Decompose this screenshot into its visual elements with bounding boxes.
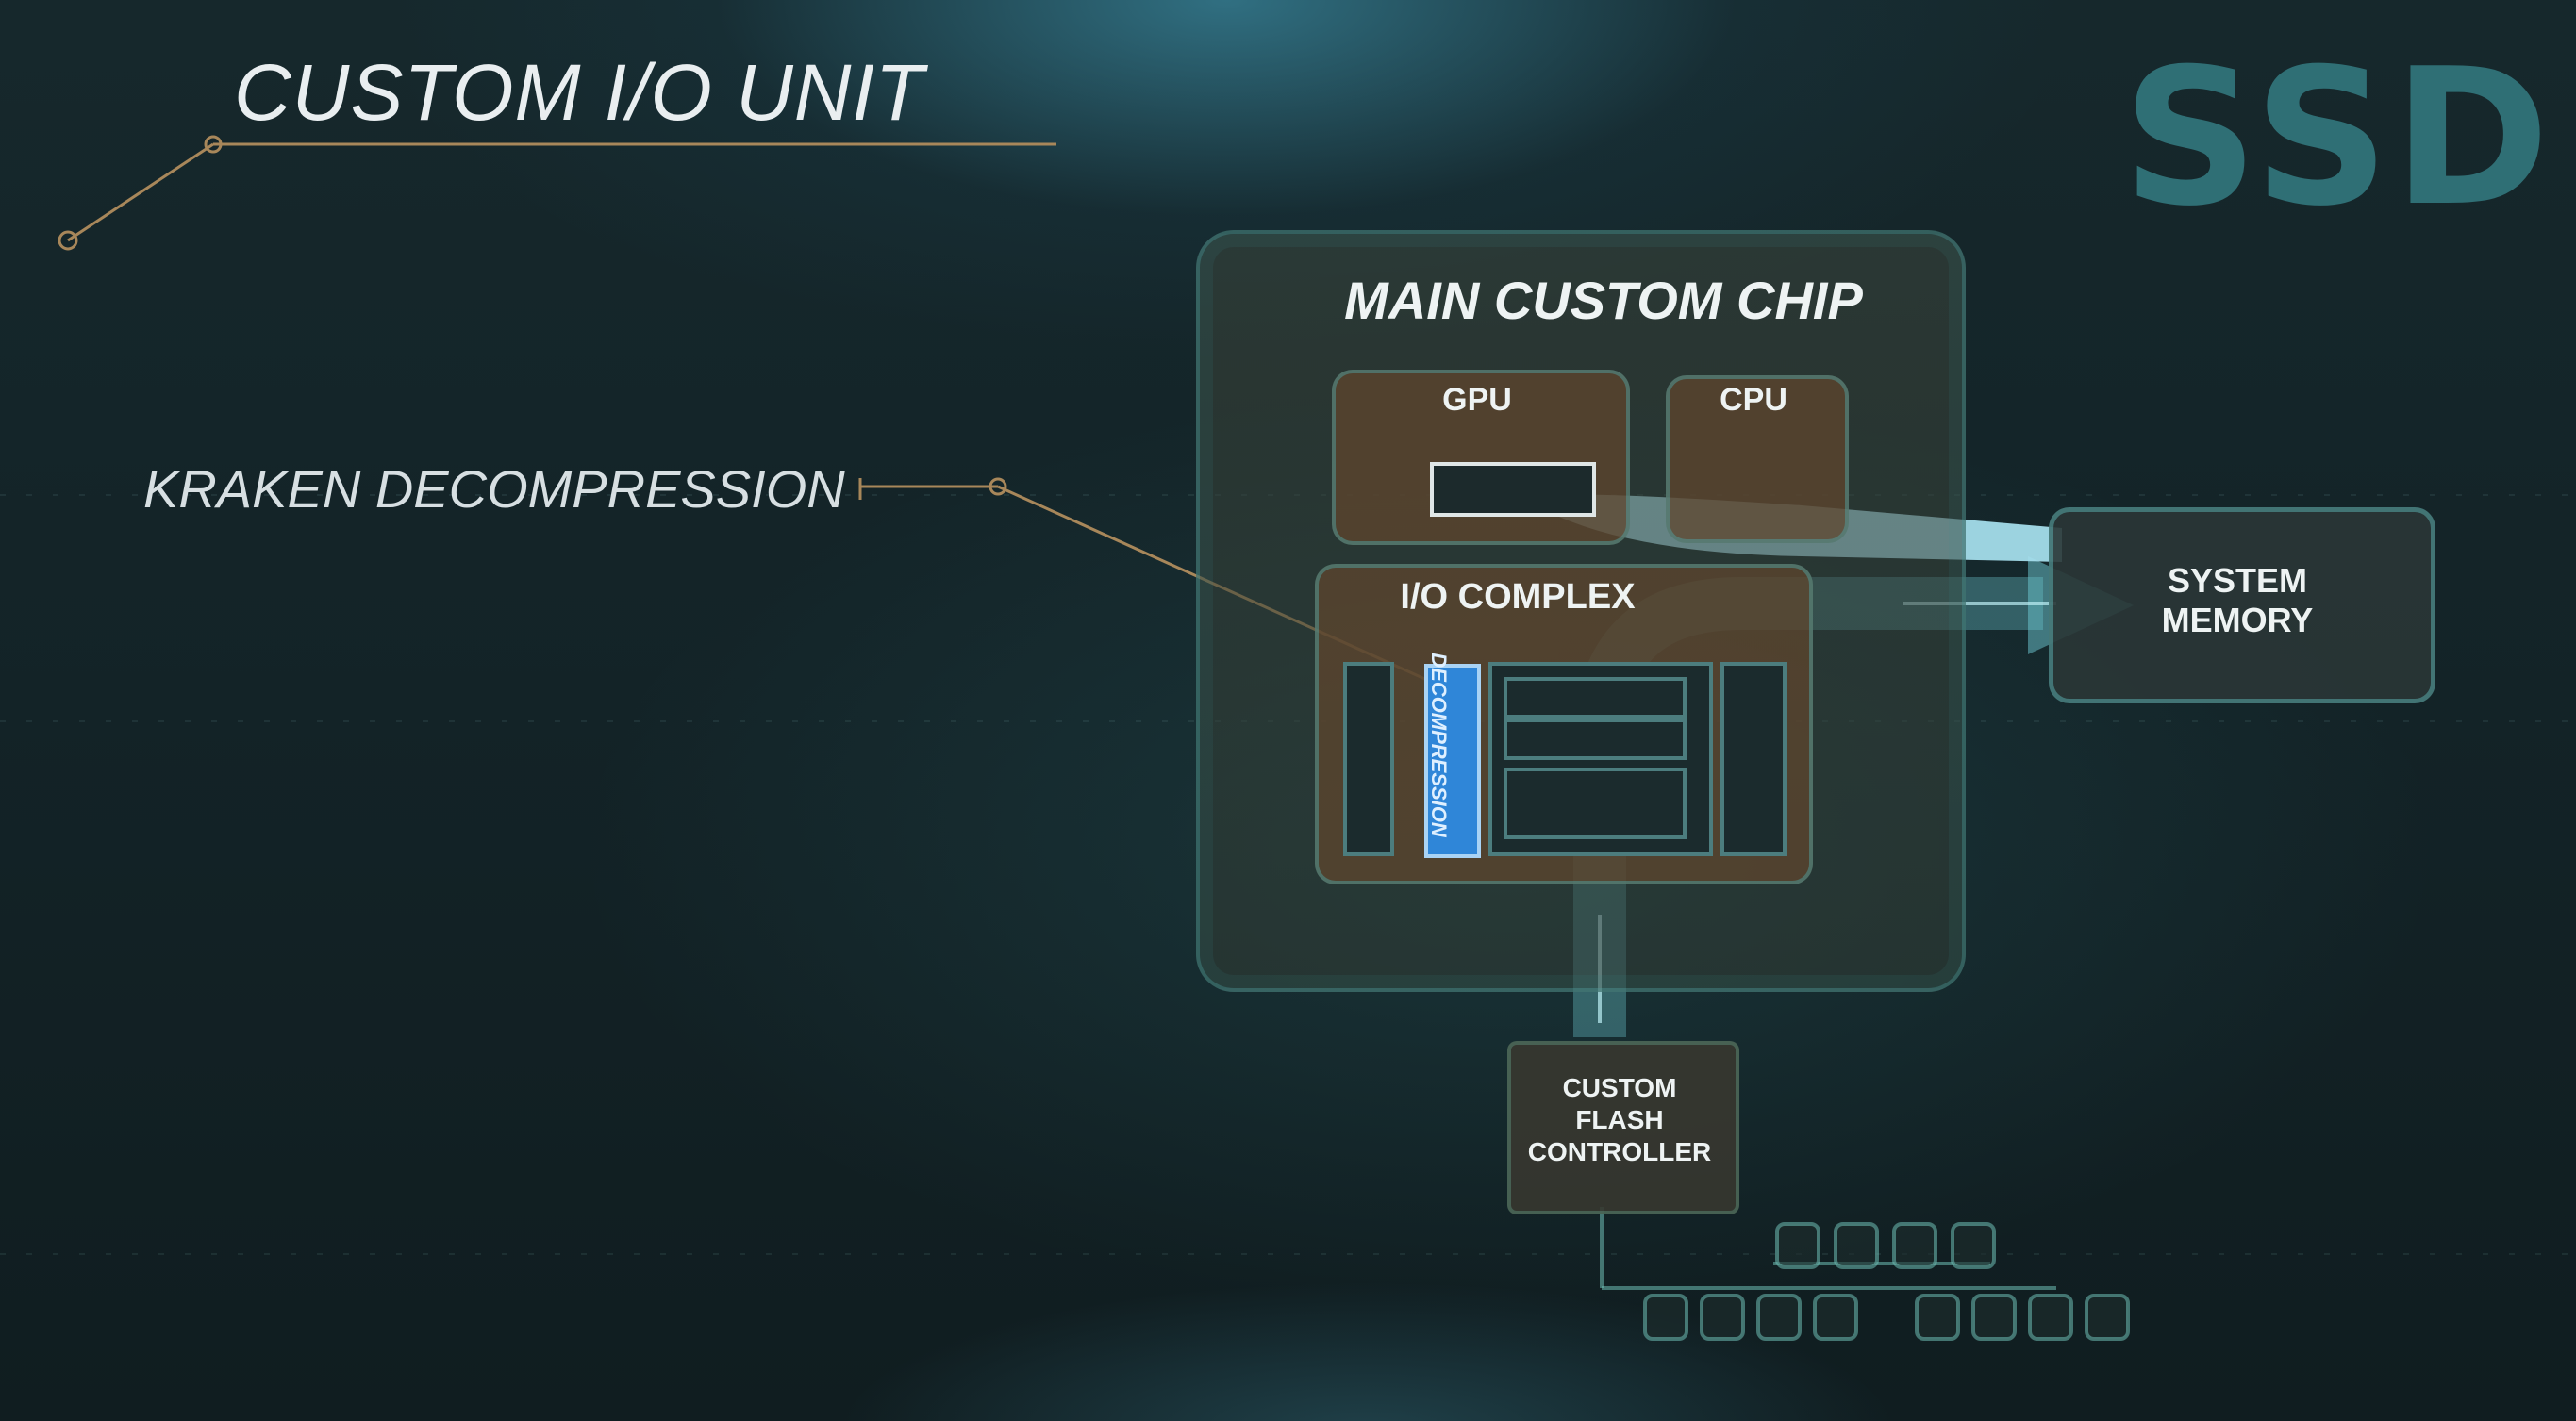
system-memory-block — [2049, 507, 2435, 703]
chip-title: MAIN CUSTOM CHIP — [1344, 271, 1863, 330]
io-unit-left — [1343, 662, 1394, 856]
system-memory-label: SYSTEM MEMORY — [2049, 561, 2426, 640]
system-memory-line-2: MEMORY — [2161, 601, 2314, 639]
flash-controller-line-2: FLASH — [1575, 1105, 1664, 1134]
system-memory-line-1: SYSTEM — [2167, 561, 2308, 600]
io-unit-center-row-2 — [1504, 719, 1687, 760]
decompression-block — [1424, 664, 1481, 858]
io-unit-center-row-3 — [1504, 768, 1687, 839]
decompression-label: DECOMPRESSION — [1427, 653, 1451, 837]
gpu-cache-block — [1430, 462, 1596, 517]
io-complex-label: I/O COMPLEX — [1400, 577, 1636, 617]
page-title: CUSTOM I/O UNIT — [234, 48, 925, 137]
title-underline — [58, 135, 1056, 251]
io-unit-center-row-1 — [1504, 677, 1687, 719]
flash-controller-block — [1507, 1041, 1739, 1214]
flash-chip-array — [1600, 1207, 2130, 1341]
cpu-block — [1666, 375, 1849, 543]
flash-controller-label: CUSTOM FLASH CONTROLLER — [1507, 1072, 1732, 1168]
cpu-label: CPU — [1720, 382, 1787, 418]
flash-controller-line-3: CONTROLLER — [1527, 1137, 1712, 1166]
flash-controller-line-1: CUSTOM — [1562, 1073, 1677, 1102]
ssd-logo: SSD — [2122, 28, 2554, 248]
gpu-label: GPU — [1442, 382, 1512, 418]
kraken-callout-label: KRAKEN DECOMPRESSION — [143, 459, 845, 519]
io-unit-right — [1720, 662, 1787, 856]
